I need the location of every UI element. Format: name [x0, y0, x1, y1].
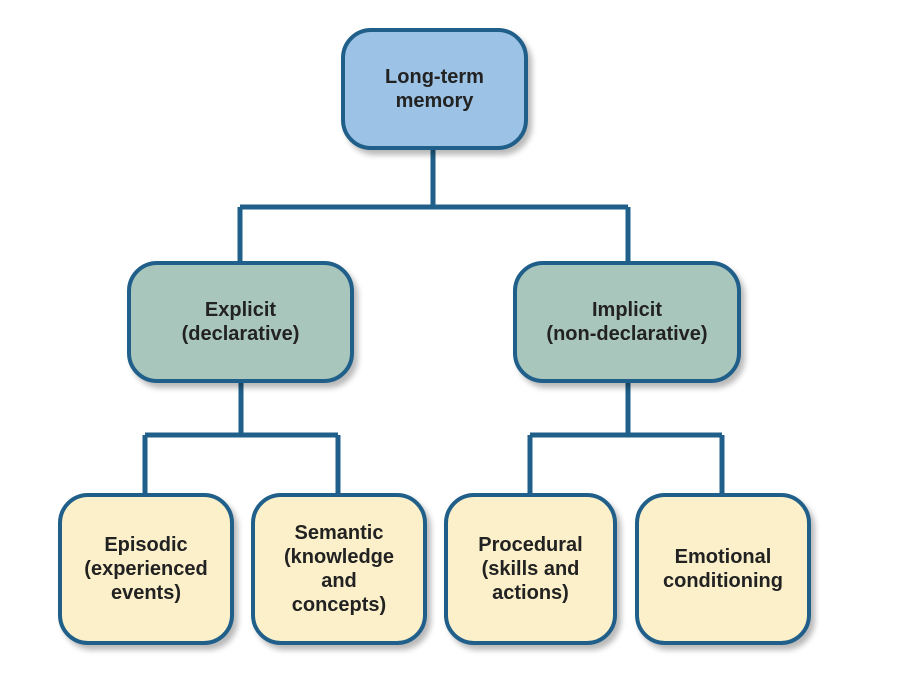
explicit-label-line-2: (declarative) — [181, 323, 300, 345]
connector-root-to-categories — [237, 148, 631, 262]
explicit-memory-node: Explicit (declarative) — [127, 261, 354, 383]
emotional-label-line-1: Emotional — [674, 546, 772, 568]
procedural-label-line-1: Procedural — [478, 534, 583, 556]
implicit-label-line-2: (non-declarative) — [546, 323, 708, 345]
explicit-label-line-1: Explicit — [204, 299, 277, 321]
long-term-memory-node: Long-term memory — [341, 28, 528, 150]
semantic-label-line-4: concepts) — [291, 594, 387, 616]
emotional-conditioning-node: Emotional conditioning — [635, 493, 811, 645]
connector-explicit-to-leaves — [142, 380, 341, 495]
semantic-memory-node: Semantic (knowledge and concepts) — [251, 493, 427, 645]
episodic-label-line-3: events) — [110, 582, 181, 604]
connector-implicit-to-leaves — [527, 380, 725, 495]
episodic-label-line-2: (experienced — [84, 558, 208, 580]
semantic-label-line-3: and — [321, 570, 357, 592]
semantic-label-line-1: Semantic — [294, 522, 384, 544]
implicit-memory-node: Implicit (non-declarative) — [513, 261, 741, 383]
long-term-memory-label-line-1: Long-term — [385, 66, 484, 88]
procedural-label-line-2: (skills and — [481, 558, 580, 580]
procedural-memory-node: Procedural (skills and actions) — [444, 493, 617, 645]
semantic-label-line-2: (knowledge — [283, 546, 394, 568]
episodic-memory-node: Episodic (experienced events) — [58, 493, 234, 645]
implicit-label-line-1: Implicit — [591, 299, 662, 321]
procedural-label-line-3: actions) — [492, 582, 569, 604]
emotional-label-line-2: conditioning — [663, 570, 783, 592]
episodic-label-line-1: Episodic — [104, 534, 188, 556]
long-term-memory-label-line-2: memory — [395, 90, 474, 112]
